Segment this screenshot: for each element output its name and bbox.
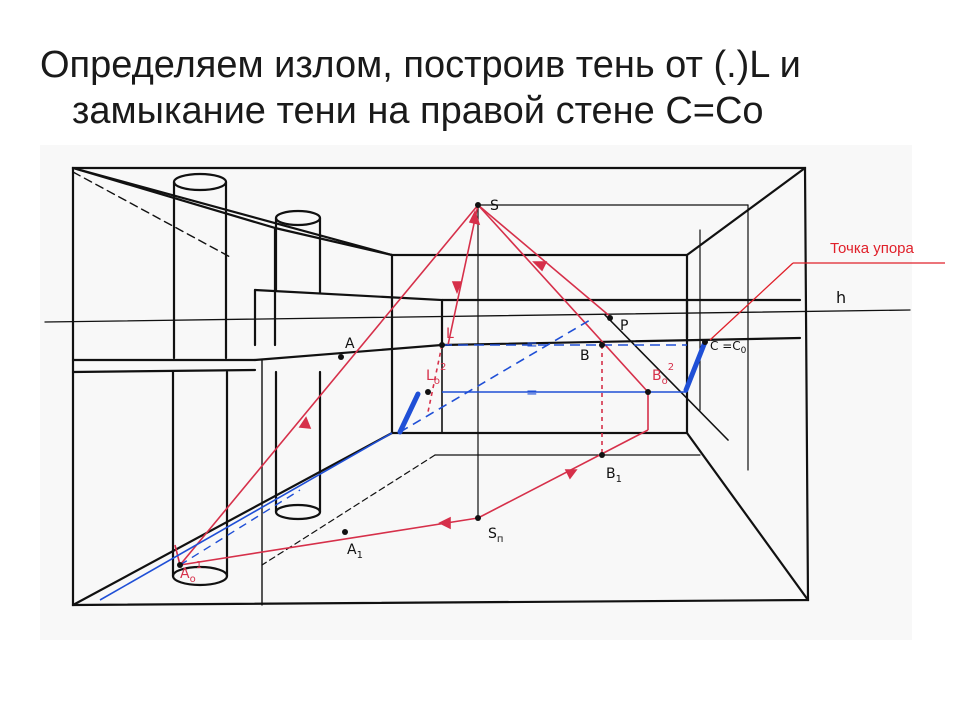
label-B: B: [580, 348, 590, 364]
point-C: [702, 339, 708, 345]
label-h: h: [836, 288, 846, 307]
label-Sn: Sп: [488, 526, 503, 545]
label-C: C =C0: [710, 339, 747, 356]
label-Lo: Lo2: [426, 362, 446, 387]
callout-text: Точка упора: [830, 240, 915, 257]
construction-lines: [174, 204, 649, 566]
equal-mark-1: =: [526, 337, 538, 353]
point-Lo: [425, 389, 431, 395]
shadow-segment-left: [397, 391, 421, 435]
point-Bo: [645, 389, 651, 395]
red-labels: L Lo2 Bo2 Ao1: [180, 326, 674, 585]
shadow-segment-right: [683, 339, 708, 393]
support-point-callout: Точка упора: [709, 240, 945, 341]
title-line-2: замыкание тени на правой стене С=Со: [72, 90, 764, 132]
point-labels: S P h A A1 B B1 Sп C =C0: [345, 198, 846, 561]
ray-S-A: [179, 204, 479, 566]
label-L: L: [446, 326, 454, 342]
ray-S-L: [447, 204, 479, 346]
title-line-1: Определяем излом, построив тень от (.)L …: [40, 44, 801, 86]
point-P: [607, 315, 613, 321]
slide-title: Определяем излом, построив тень от (.)L …: [40, 42, 920, 134]
label-S: S: [490, 198, 499, 214]
back-wall: [390, 253, 689, 435]
point-Ao: [177, 562, 183, 568]
point-Sn: [475, 515, 481, 521]
point-L: [439, 342, 445, 348]
point-B1: [599, 452, 605, 458]
point-B: [599, 342, 605, 348]
ray-S-B: [477, 204, 649, 393]
label-A1: A1: [347, 542, 363, 561]
point-A: [338, 354, 344, 360]
label-Ao: Ao1: [180, 560, 202, 585]
label-A: A: [345, 336, 355, 352]
points: [177, 202, 708, 568]
equal-marks: = =: [526, 337, 538, 401]
label-P: P: [620, 318, 628, 334]
equal-mark-2: =: [526, 385, 538, 401]
point-S: [475, 202, 481, 208]
ray-Sn-A1: [179, 517, 479, 566]
point-A1: [342, 529, 348, 535]
label-B1: B1: [606, 466, 622, 485]
label-Bo: Bo2: [652, 362, 674, 387]
ray-Sn-B1: [477, 429, 649, 519]
